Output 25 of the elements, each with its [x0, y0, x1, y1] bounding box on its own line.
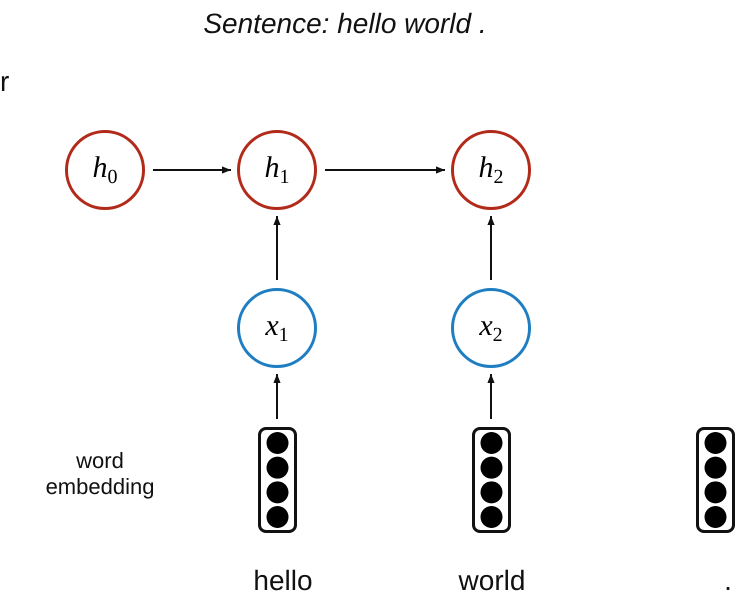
arrow: [487, 216, 495, 280]
embedding-vector: [696, 427, 735, 533]
arrow: [273, 374, 281, 419]
node-label: x$_{2}$: [479, 309, 503, 347]
word-label: hello: [252, 565, 314, 596]
hidden-state-node: [65, 130, 145, 210]
arrow: [325, 166, 445, 174]
annotation-text: word embedding: [44, 448, 156, 500]
word-label: r: [0, 66, 10, 98]
node-label: h$_{2}$: [478, 151, 504, 189]
node-label: x$_{1}$: [265, 309, 289, 347]
input-node: [451, 288, 531, 368]
word-label: .: [723, 565, 733, 596]
embedding-vector: [258, 427, 296, 533]
title: Sentence: hello world .: [202, 8, 488, 40]
arrow: [487, 374, 495, 419]
word-label: world: [458, 565, 526, 596]
hidden-state-node: [237, 130, 317, 210]
node-label: h$_{1}$: [264, 151, 290, 189]
node-label: h$_{0}$: [92, 151, 118, 189]
hidden-state-node: [451, 130, 531, 210]
embedding-vector: [472, 427, 510, 533]
arrow: [153, 166, 231, 174]
input-node: [237, 288, 317, 368]
arrow: [273, 216, 281, 280]
